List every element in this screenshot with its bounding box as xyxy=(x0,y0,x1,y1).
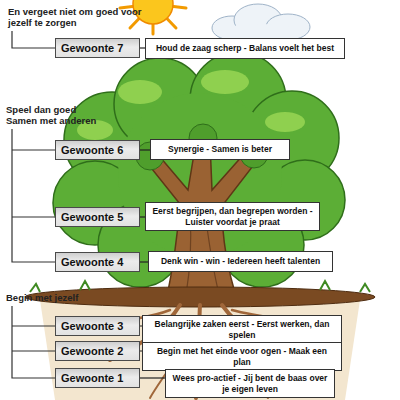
habit-box: Wees pro-actief - Jij bent de baas over … xyxy=(165,369,335,398)
habit-box: Begin met het einde voor ogen - Maak een… xyxy=(142,342,342,371)
connector-line xyxy=(140,377,165,378)
node-text: Gewoonte 4 xyxy=(61,256,123,268)
group-label: Speel dan goed Samen met anderen xyxy=(6,104,101,127)
node-text: Gewoonte 2 xyxy=(61,345,123,357)
node-text: Gewoonte 5 xyxy=(61,211,123,223)
habit-number-box: Gewoonte 1 xyxy=(55,368,140,388)
bracket xyxy=(12,31,55,48)
habit-number-box: Gewoonte 3 xyxy=(55,316,140,336)
node-text: Gewoonte 7 xyxy=(61,42,123,54)
group-label: En vergeet niet om goed voor jezelf te z… xyxy=(8,6,148,29)
canopy-highlights xyxy=(77,70,305,140)
group-brackets xyxy=(12,31,55,378)
grass-tufts xyxy=(30,281,370,292)
habit-number-box: Gewoonte 2 xyxy=(55,341,140,361)
node-text: Begin met het einde voor ogen - Maak een… xyxy=(148,346,336,367)
node-text: Gewoonte 1 xyxy=(61,372,123,384)
group-label: Begin met jezelf xyxy=(6,292,126,303)
node-text: Wees pro-actief - Jij bent de baas over … xyxy=(171,373,329,394)
node-text: Denk win - win - Iedereen heeft talenten xyxy=(161,256,320,267)
habit-box: Belangrijke zaken eerst - Eerst werken, … xyxy=(142,315,342,344)
node-text: Eerst begrijpen, dan begrepen worden - L… xyxy=(151,206,314,227)
habit-box: Synergie - Samen is beter xyxy=(150,139,290,160)
node-text: Belangrijke zaken eerst - Eerst werken, … xyxy=(148,319,336,340)
leaf-highlight xyxy=(118,80,162,104)
node-text: Houd de zaag scherp - Balans voelt het b… xyxy=(156,43,334,54)
habit-number-box: Gewoonte 5 xyxy=(55,207,140,227)
cloud xyxy=(212,4,310,40)
leaf-highlight xyxy=(201,70,249,94)
bracket xyxy=(12,129,55,262)
node-text: Gewoonte 3 xyxy=(61,320,123,332)
habit-box: Denk win - win - Iedereen heeft talenten xyxy=(148,251,333,272)
habit-box: Houd de zaag scherp - Balans voelt het b… xyxy=(145,38,345,59)
connector-line xyxy=(140,149,150,150)
bracket xyxy=(12,306,55,378)
node-text: Gewoonte 6 xyxy=(61,144,123,156)
habit-number-box: Gewoonte 7 xyxy=(55,38,140,58)
soil-area xyxy=(40,293,360,400)
node-text: Synergie - Samen is beter xyxy=(168,144,272,155)
habit-number-box: Gewoonte 6 xyxy=(55,140,140,160)
habit-number-box: Gewoonte 4 xyxy=(55,252,140,272)
habit-box: Eerst begrijpen, dan begrepen worden - L… xyxy=(145,202,320,231)
connector-line xyxy=(140,261,148,262)
leaf-highlight xyxy=(265,112,305,132)
